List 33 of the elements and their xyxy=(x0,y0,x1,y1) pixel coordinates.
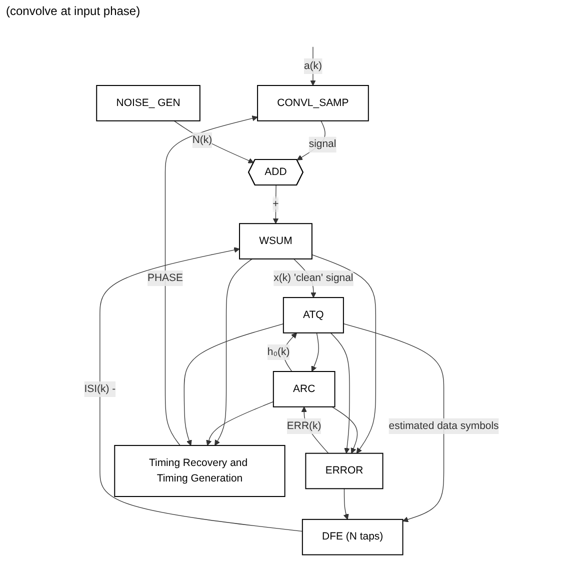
arrow xyxy=(332,406,358,454)
edge-label: + xyxy=(272,198,279,210)
edge-label: h₀(k) xyxy=(267,346,290,358)
arrow xyxy=(164,116,258,446)
edge-label: a(k) xyxy=(304,60,322,72)
arrow xyxy=(283,332,298,372)
node-box: DFE (N taps) xyxy=(302,518,404,556)
arrow xyxy=(100,247,303,532)
arrow xyxy=(330,332,350,454)
arrow xyxy=(184,323,284,446)
edge-label: x(k) 'clean' signal xyxy=(274,272,354,284)
arrow xyxy=(214,258,252,446)
note-text: (convolve at input phase) xyxy=(6,4,140,18)
node-box: Timing Recovery and Timing Generation xyxy=(114,444,286,497)
edge-label: signal xyxy=(308,138,336,150)
arrow xyxy=(206,401,274,446)
edge-label: N(k) xyxy=(192,134,212,146)
arrow xyxy=(310,46,316,86)
arrow xyxy=(174,120,254,164)
arrow xyxy=(343,323,444,522)
edge-label: ERR(k) xyxy=(286,420,322,432)
edge-label: estimated data symbols xyxy=(388,420,499,432)
node-box: ARC xyxy=(272,371,336,408)
arrow xyxy=(343,488,349,520)
node-box: CONVL_SAMP xyxy=(257,85,369,122)
edge-label: ISI(k) - xyxy=(84,383,116,394)
arrow xyxy=(312,254,376,454)
edge-label: PHASE xyxy=(147,272,183,284)
arrow xyxy=(311,332,319,372)
node-box: WSUM xyxy=(239,223,312,260)
node-box: ATQ xyxy=(282,297,344,334)
node-box: NOISE_ GEN xyxy=(96,85,200,122)
node-box: ERROR xyxy=(305,452,384,490)
